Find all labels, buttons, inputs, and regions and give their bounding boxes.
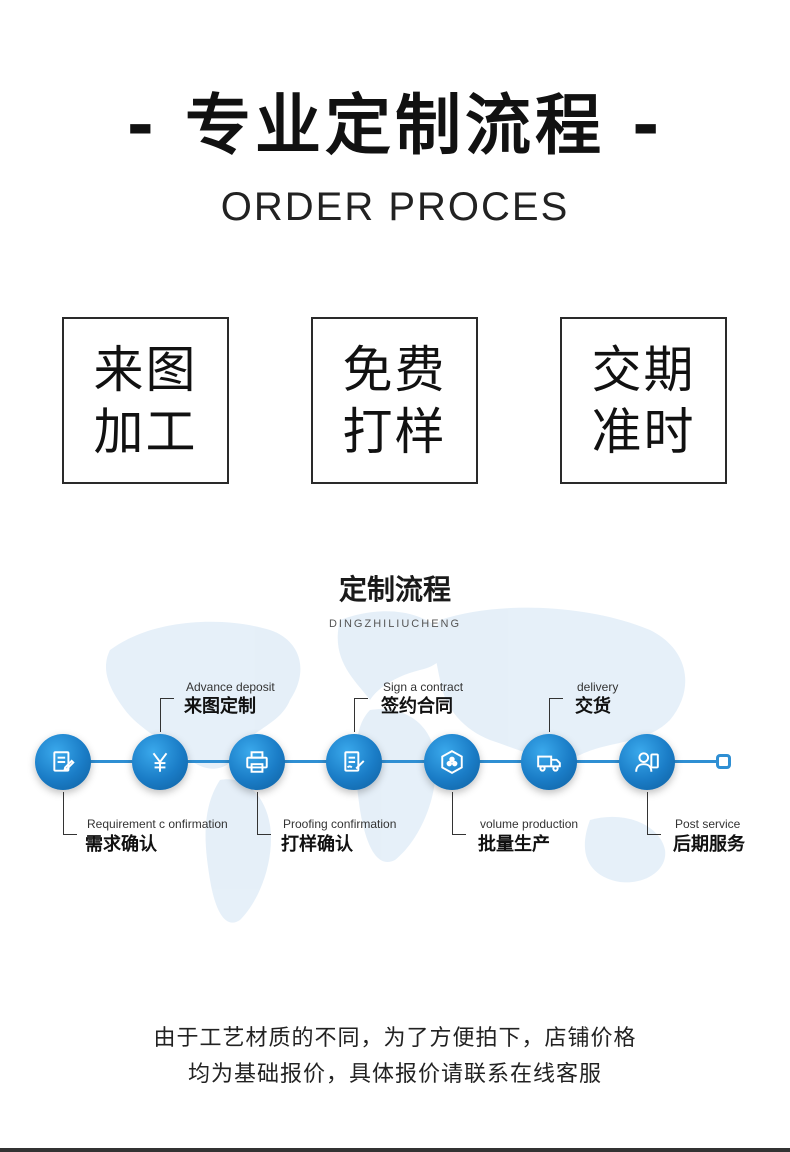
step-circle-production — [424, 734, 480, 790]
feature-line-2: 准时 — [591, 402, 696, 461]
pricing-note-line-1: 由于工艺材质的不同，为了方便拍下，店铺价格 — [153, 1026, 637, 1051]
connector — [452, 792, 453, 834]
step-label-zh: 签约合同 — [381, 696, 453, 717]
printer-icon — [246, 751, 268, 773]
step-circle-proofing — [229, 734, 285, 790]
timeline-line — [62, 760, 722, 763]
step-label-en: Requirement c onfirmation — [87, 817, 228, 831]
contract-sign-icon — [344, 751, 365, 772]
step-circle-contract — [326, 734, 382, 790]
connector — [549, 698, 550, 732]
step-label-en: Sign a contract — [383, 680, 464, 694]
step-circle-requirement — [35, 734, 91, 790]
production-hexagon-icon — [441, 750, 463, 774]
feature-box-custom-drawing: 来图 加工 — [62, 317, 229, 484]
step-label-zh: 需求确认 — [85, 834, 157, 855]
connector — [63, 834, 77, 835]
connector — [647, 792, 648, 834]
connector — [257, 834, 271, 835]
yen-icon — [152, 752, 168, 772]
step-label-zh: 后期服务 — [673, 834, 745, 855]
header-section: - 专业定制流程 - ORDER PROCES 来图 加工 免费 打样 交期 准… — [0, 0, 790, 530]
process-title: 定制流程 — [338, 573, 451, 606]
page-subtitle: ORDER PROCES — [220, 185, 570, 229]
delivery-truck-icon — [537, 755, 561, 772]
document-edit-icon — [53, 751, 75, 772]
feature-line-1: 来图 — [93, 340, 198, 399]
step-label-en: Advance deposit — [186, 680, 275, 694]
step-label-en: delivery — [577, 680, 619, 694]
step-circle-service — [619, 734, 675, 790]
step-circle-deposit — [132, 734, 188, 790]
step-label-en: Proofing confirmation — [283, 817, 397, 831]
connector — [257, 792, 258, 834]
process-subtitle: DINGZHILIUCHENG — [328, 618, 462, 630]
footer-section: 由于工艺材质的不同，为了方便拍下，店铺价格 均为基础报价，具体报价请联系在线客服 — [0, 990, 790, 1152]
feature-line-2: 加工 — [93, 402, 198, 461]
feature-line-1: 免费 — [342, 340, 447, 399]
connector — [354, 698, 368, 699]
bottom-divider — [0, 1148, 790, 1152]
step-label-zh: 打样确认 — [281, 834, 353, 855]
step-label-zh: 批量生产 — [478, 834, 550, 855]
timeline-end-marker — [716, 754, 731, 769]
feature-line-2: 打样 — [342, 402, 447, 461]
connector — [63, 792, 64, 834]
step-label-zh: 来图定制 — [184, 696, 256, 717]
step-circle-delivery — [521, 734, 577, 790]
connector — [160, 698, 161, 732]
step-label-zh: 交货 — [575, 696, 611, 717]
connector — [647, 834, 661, 835]
feature-line-1: 交期 — [591, 340, 696, 399]
feature-box-on-time: 交期 准时 — [560, 317, 727, 484]
step-label-en: Post service — [675, 817, 741, 831]
connector — [549, 698, 563, 699]
process-section: 定制流程 DINGZHILIUCHENG Requirement c onfir… — [0, 530, 790, 990]
page-title: - 专业定制流程 - — [126, 87, 664, 164]
connector — [452, 834, 466, 835]
pricing-note-line-2: 均为基础报价，具体报价请联系在线客服 — [187, 1062, 602, 1087]
step-label-en: volume production — [480, 817, 579, 831]
connector — [160, 698, 174, 699]
connector — [354, 698, 355, 732]
feature-box-free-sample: 免费 打样 — [311, 317, 478, 484]
customer-service-icon — [635, 752, 659, 772]
